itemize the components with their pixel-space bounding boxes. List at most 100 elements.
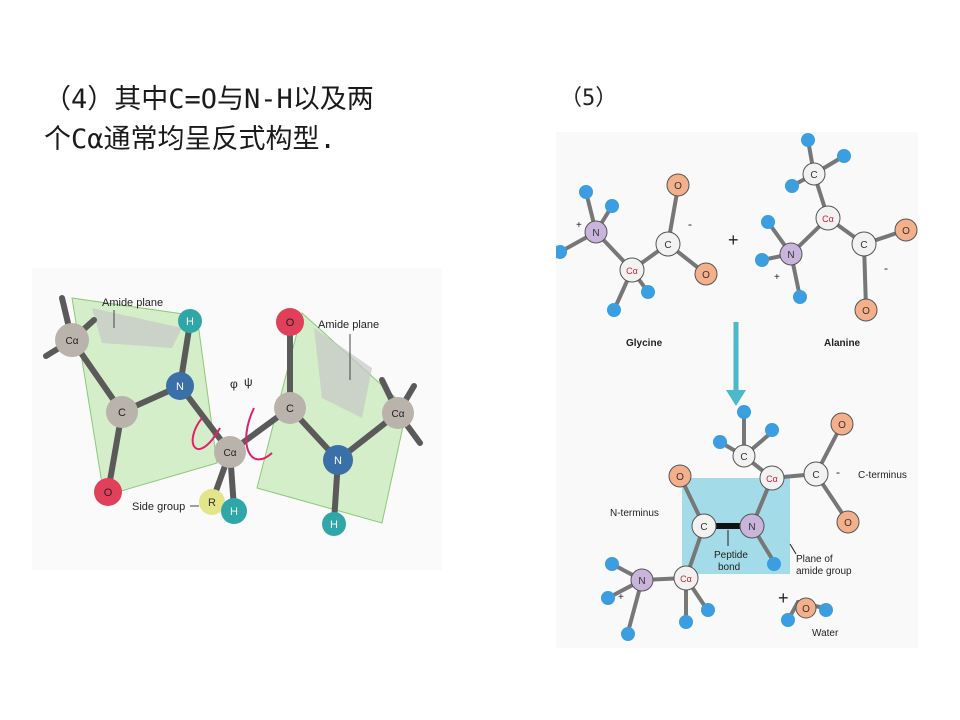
atom-c-alpha-1-label: Cα <box>65 336 78 347</box>
glycine-o-2 <box>694 262 718 286</box>
reaction-plus: + <box>728 230 739 250</box>
glycine-h-4 <box>607 303 621 317</box>
amide-plane-right-label: Amide plane <box>318 319 379 331</box>
glycine-label: Glycine <box>626 338 663 349</box>
atom-nitrogen-1-label: N <box>176 381 184 393</box>
water-label: Water <box>812 628 839 639</box>
right-plane-shadow <box>314 328 372 418</box>
glycine-o-1 <box>666 173 690 197</box>
alanine-h-1 <box>801 133 815 147</box>
slide-heading: （4）其中C=O与N-H以及两 个Cα通常均呈反式构型. <box>44 80 444 160</box>
alanine-n <box>779 242 803 266</box>
dipeptide-o-3-label: O <box>844 518 852 529</box>
glycine-c-label: C <box>664 240 671 251</box>
heading-line-2: 个Cα通常均呈反式构型. <box>44 124 336 155</box>
atom-r-group-label: R <box>208 497 216 509</box>
atom-c-alpha-2 <box>214 436 246 468</box>
atom-c-alpha-1 <box>55 323 89 357</box>
glycine-minus: - <box>688 217 692 231</box>
alanine-label: Alanine <box>824 338 861 349</box>
alanine-plus: + <box>774 272 780 283</box>
dipeptide-c-alpha-1-label: Cα <box>680 574 692 584</box>
atom-c-alpha-2-label: Cα <box>223 448 236 459</box>
reaction-arrow-head <box>726 390 746 406</box>
glycine-h-2 <box>553 245 567 259</box>
n-terminus-label: N-terminus <box>610 508 659 519</box>
dipeptide-n-2-label: N <box>748 522 755 533</box>
peptide-bond-svg: N + Cα C O O - Glycine + C Cα N + C O O <box>553 133 918 641</box>
alanine-o-1-label: O <box>902 226 910 237</box>
alanine-o-2-label: O <box>862 306 870 317</box>
glycine-plus: + <box>576 220 582 231</box>
alanine-o-2 <box>854 298 878 322</box>
alanine-minus: - <box>884 261 888 275</box>
dipeptide-h-amide <box>767 557 781 571</box>
glycine-o-1-label: O <box>674 181 682 192</box>
dipeptide-h-9 <box>765 423 779 437</box>
dipeptide-c-alpha-1 <box>673 565 699 591</box>
dipeptide-side-c <box>732 444 756 468</box>
glycine-c-alpha-label: Cα <box>626 266 638 276</box>
alanine-n-label: N <box>787 250 794 261</box>
dipeptide-h-6 <box>621 627 635 641</box>
dipeptide-n-2 <box>739 513 765 539</box>
dipeptide-side-c-label: C <box>740 452 747 463</box>
dipeptide-o-2 <box>830 412 854 436</box>
atom-r-group <box>199 489 225 515</box>
atom-nitrogen-1 <box>166 372 194 400</box>
peptide-bond-formation-figure: N + Cα C O O - Glycine + C Cα N + C O O <box>553 132 918 648</box>
glycine-c-alpha <box>619 257 645 283</box>
dipeptide-c-1-label: C <box>700 522 707 533</box>
alanine-side-c-label: C <box>810 170 817 181</box>
dipeptide-h-2 <box>679 615 693 629</box>
dipeptide-n-1-label: N <box>638 576 645 587</box>
dipeptide-h-4 <box>605 557 619 571</box>
water-o <box>795 597 817 619</box>
alanine-c-label: C <box>860 240 867 251</box>
atom-carbonyl-c-1 <box>106 396 138 428</box>
psi-label: ψ <box>244 375 253 389</box>
atom-carbonyl-c-2 <box>274 392 306 424</box>
atom-hydrogen-1-label: H <box>186 316 194 328</box>
atom-oxygen-2 <box>276 308 304 336</box>
water-o-label: O <box>802 604 810 615</box>
dipeptide-plus: + <box>618 592 624 603</box>
alanine-h-6 <box>793 290 807 304</box>
right-amide-plane <box>256 312 408 524</box>
atom-hydrogen-2 <box>221 498 247 524</box>
atom-nitrogen-2 <box>323 445 353 475</box>
alanine-o-1 <box>894 218 918 242</box>
peptide-bond-label-2: bond <box>718 562 740 573</box>
glycine-n <box>584 220 608 244</box>
glycine-c <box>655 231 681 257</box>
figure-label-5: （5） <box>560 86 618 111</box>
dipeptide-h-3 <box>701 603 715 617</box>
atom-carbonyl-c-2-label: C <box>286 403 294 415</box>
c-terminus-label: C-terminus <box>858 470 907 481</box>
atom-hydrogen-3 <box>322 512 346 536</box>
dipeptide-c-2 <box>803 461 829 487</box>
plane-amide-label-2: amide group <box>796 566 852 577</box>
heading-line-1: （4）其中C=O与N-H以及两 <box>44 84 374 115</box>
atom-c-alpha-3 <box>382 397 414 429</box>
atom-oxygen-1 <box>94 478 122 506</box>
phi-label: φ <box>230 377 238 391</box>
dipeptide-c-1 <box>691 513 717 539</box>
alanine-h-2 <box>785 179 799 193</box>
phi-rotation-arrow <box>191 417 221 450</box>
dipeptide-h-5 <box>601 591 615 605</box>
alanine-c <box>851 231 877 257</box>
dipeptide-o-2-label: O <box>838 420 846 431</box>
glycine-h-1 <box>579 185 593 199</box>
dipeptide-c-2-label: C <box>812 470 819 481</box>
peptide-plane-svg: Cα C O N H R Cα H C O N H Cα φ ψ Amide p… <box>43 295 423 536</box>
dipeptide-minus: - <box>836 465 840 479</box>
glycine-h-5 <box>641 285 655 299</box>
atom-carbonyl-c-1-label: C <box>118 407 126 419</box>
left-amide-plane <box>71 297 218 497</box>
dipeptide-o-1 <box>668 464 692 488</box>
alanine-side-c <box>802 162 826 186</box>
atom-c-alpha-3-label: Cα <box>391 409 404 420</box>
atom-hydrogen-1 <box>178 309 202 333</box>
glycine-n-label: N <box>592 228 599 239</box>
